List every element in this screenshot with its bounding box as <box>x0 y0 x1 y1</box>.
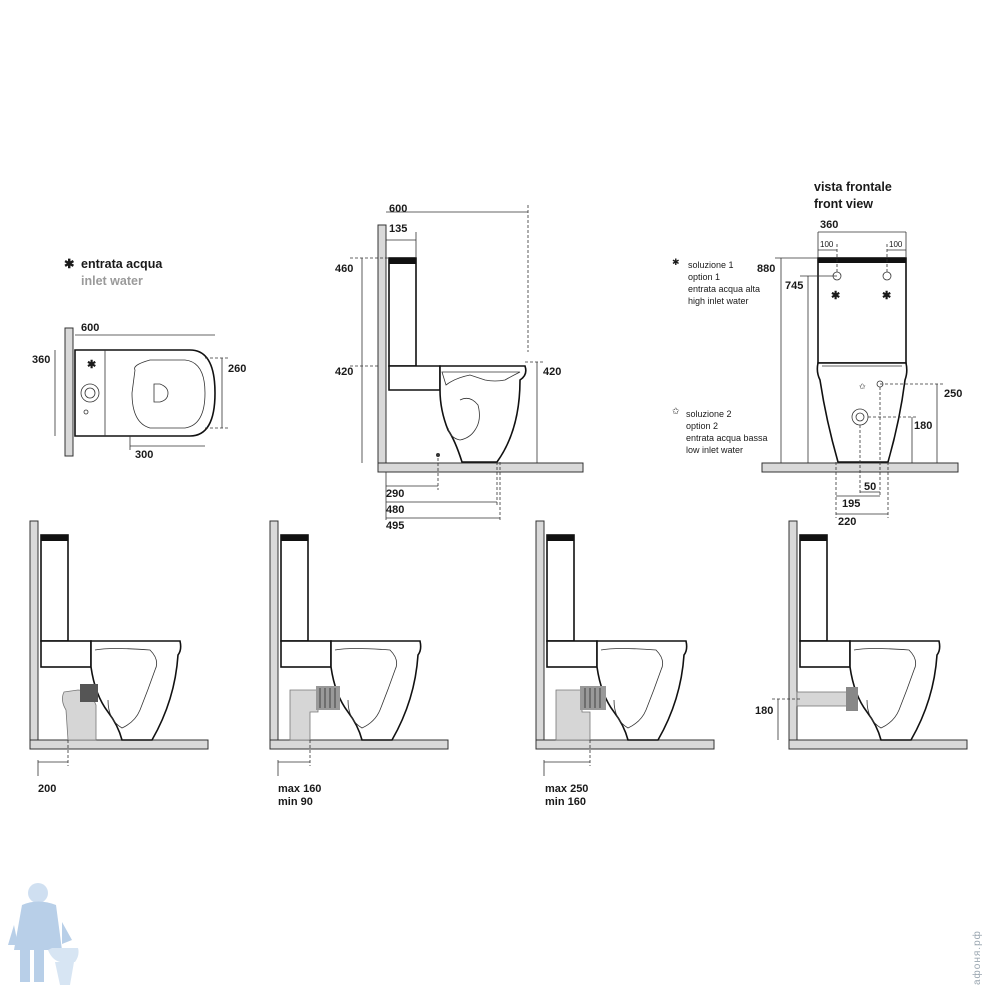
asterisk-icon: ✱ <box>831 290 840 302</box>
front-view-dim-250: 250 <box>944 388 962 400</box>
top-view-dim-width: 600 <box>81 322 99 334</box>
variant-3-dim-max: max 250 <box>545 783 588 795</box>
open-star-icon: ✩ <box>859 382 866 391</box>
asterisk-icon: ✱ <box>87 359 96 371</box>
svg-text:high inlet water: high inlet water <box>688 296 749 306</box>
variant-1-dim: 200 <box>38 783 56 795</box>
top-view-dim-right: 260 <box>228 363 246 375</box>
asterisk-icon: ✱ <box>64 257 75 271</box>
top-view-outline <box>74 349 216 437</box>
variant-2-dim-min: min 90 <box>278 796 313 808</box>
top-view: ✱ 600 360 260 300 <box>32 322 246 461</box>
front-view-dim-width: 360 <box>820 219 838 231</box>
plumber-mascot-icon <box>8 883 79 985</box>
svg-text:option 1: option 1 <box>688 272 720 282</box>
front-view-tank <box>817 257 907 364</box>
side-view-dim-tank: 135 <box>389 223 407 235</box>
side-view-dim-c: 495 <box>386 520 404 532</box>
front-view-title-en: front view <box>814 197 873 211</box>
front-view-dim-right100: 100 <box>889 240 903 249</box>
svg-text:entrata acqua bassa: entrata acqua bassa <box>686 433 768 443</box>
svg-text:soluzione 2: soluzione 2 <box>686 409 732 419</box>
variant-wall-drain-180: 180 <box>755 520 968 750</box>
option-2-legend: ✩ soluzione 2 option 2 entrata acqua bas… <box>672 406 768 455</box>
top-view-dim-height: 360 <box>32 354 50 366</box>
top-view-wall <box>64 327 74 457</box>
front-view-dim-180: 180 <box>914 420 932 432</box>
option-1-legend: ✱ soluzione 1 option 1 entrata acqua alt… <box>672 257 760 306</box>
front-view-dim-195: 195 <box>842 498 860 510</box>
top-view-dim-bottom: 300 <box>135 449 153 461</box>
variant-adjustable-250: max 250 min 160 <box>535 520 715 808</box>
front-view-dim-left100: 100 <box>820 240 834 249</box>
svg-text:low inlet water: low inlet water <box>686 445 743 455</box>
side-view-dim-width: 600 <box>389 203 407 215</box>
front-view: vista frontale front view ✱ ✱ ✩ 360 100 … <box>672 180 962 528</box>
top-view-drain <box>153 383 169 403</box>
svg-text:entrata acqua alta: entrata acqua alta <box>688 284 760 294</box>
front-view-dim-inlet: 745 <box>785 280 803 292</box>
front-view-dim-220: 220 <box>838 516 856 528</box>
variant-adjustable-160: max 160 min 90 <box>269 520 449 808</box>
side-view-tank <box>388 257 417 367</box>
side-view-floor <box>377 462 584 473</box>
front-view-dim-total: 880 <box>757 263 775 275</box>
side-view-dim-lower: 420 <box>335 366 353 378</box>
front-view-dim-50: 50 <box>864 481 876 493</box>
side-view-wall <box>377 224 387 472</box>
svg-text:option 2: option 2 <box>686 421 718 431</box>
side-view-dim-seat: 420 <box>543 366 561 378</box>
variant-floor-drain-200: 200 <box>29 520 209 795</box>
front-view-title-it: vista frontale <box>814 180 892 194</box>
side-view-dim-a: 290 <box>386 488 404 500</box>
asterisk-icon: ✱ <box>672 257 680 267</box>
side-view: 600 135 460 420 420 290 480 495 <box>335 203 584 532</box>
legend-label-it: entrata acqua <box>81 257 163 271</box>
variant-3-dim-min: min 160 <box>545 796 586 808</box>
watermark: афоня.рф <box>971 930 983 985</box>
side-view-dim-upper: 460 <box>335 263 353 275</box>
variant-2-dim-max: max 160 <box>278 783 321 795</box>
side-view-dim-b: 480 <box>386 504 404 516</box>
variant-4-dim: 180 <box>755 705 773 717</box>
top-view-bowl <box>131 359 206 429</box>
open-star-icon: ✩ <box>672 406 680 416</box>
asterisk-icon: ✱ <box>882 290 891 302</box>
water-inlet-legend: ✱ entrata acqua inlet water <box>64 257 163 288</box>
svg-text:soluzione 1: soluzione 1 <box>688 260 734 270</box>
legend-label-en: inlet water <box>81 274 143 288</box>
side-view-bowl <box>439 365 527 463</box>
front-view-bowl <box>816 362 908 463</box>
